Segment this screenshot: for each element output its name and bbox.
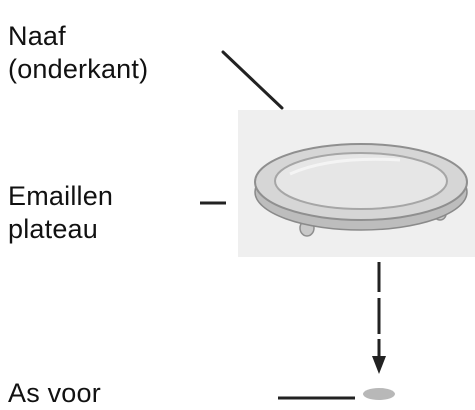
shaft-part [363,388,395,400]
hub-label: Naaf (onderkant) [8,20,148,86]
assembly-arrow [372,262,386,374]
hub-label-line2: (onderkant) [8,54,149,84]
turntable-diagram [200,50,475,400]
enamel-plate-label: Emaillen plateau [8,180,113,246]
enamel-plate [254,143,468,237]
enamel-plate-label-line1: Emaillen [8,181,114,211]
enamel-plate-label-line2: plateau [8,214,98,244]
hub-leader-line [221,50,284,110]
hub-label-line1: Naaf [8,21,66,51]
